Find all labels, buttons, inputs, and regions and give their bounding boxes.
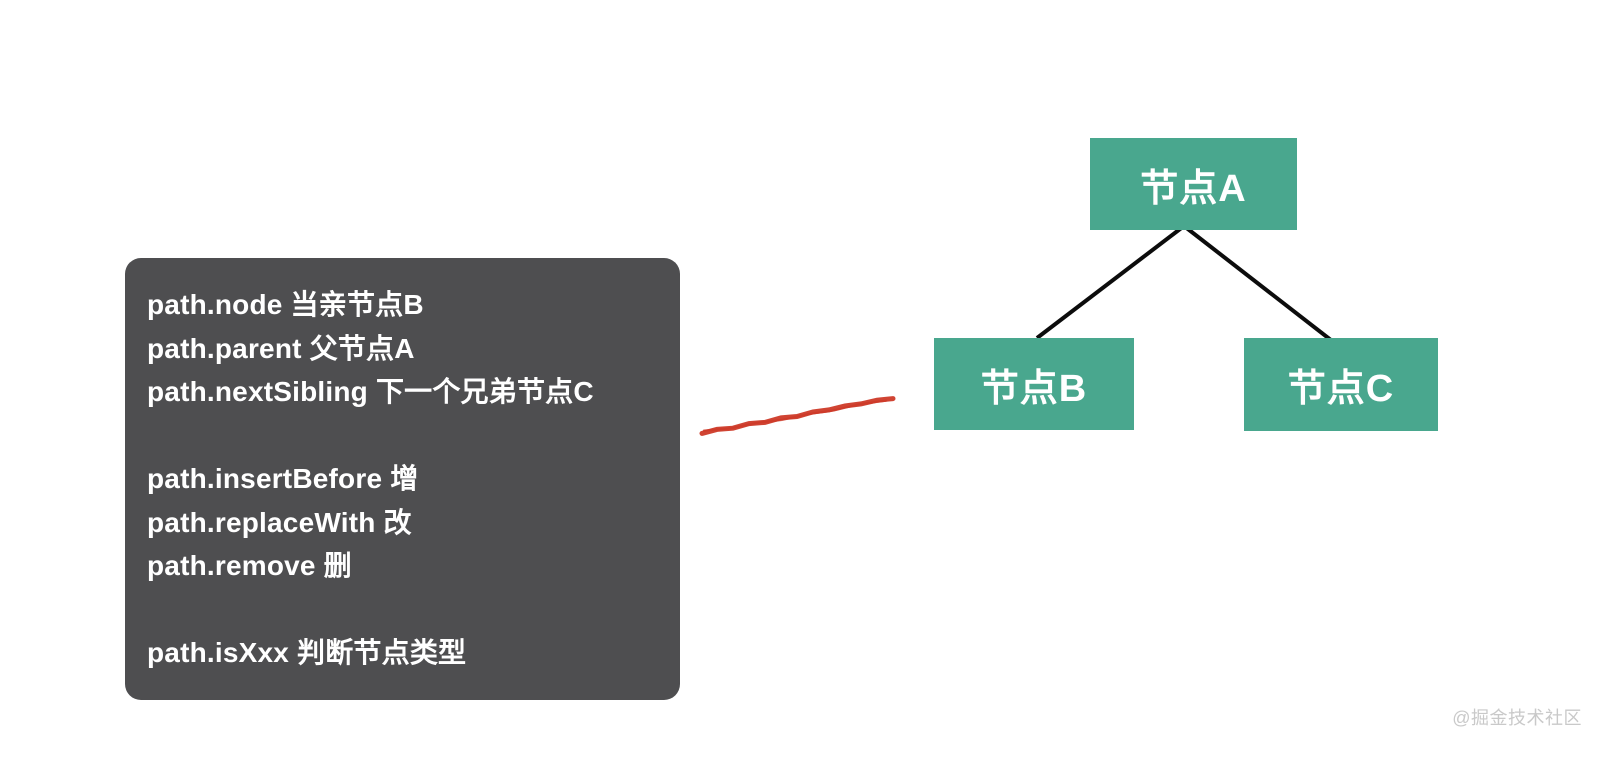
panel-line-blank (147, 588, 662, 632)
red-annotation-line (699, 396, 896, 436)
red-annotation-line-texture (702, 399, 888, 432)
tree-node-a: 节点A (1090, 138, 1297, 230)
edge-nodea-nodeb (1035, 224, 1186, 340)
panel-line-path-node: path.node 当亲节点B (147, 289, 424, 320)
panel-line-path-remove: path.remove 删 (147, 550, 352, 581)
panel-line-path-replacewith: path.replaceWith 改 (147, 506, 412, 538)
edge-nodea-nodec (1182, 224, 1338, 346)
panel-line-blank (147, 414, 662, 458)
panel-line-path-parent: path.parent 父节点A (147, 332, 415, 364)
panel-line-path-insertbefore: path.insertBefore 增 (147, 463, 419, 494)
tree-node-b: 节点B (934, 338, 1134, 430)
code-notes-panel: path.node 当亲节点B path.parent 父节点A path.ne… (125, 258, 680, 700)
panel-line-path-isxxx: path.isXxx 判断节点类型 (147, 637, 467, 668)
panel-line-path-nextsibling: path.nextSibling 下一个兄弟节点C (147, 376, 594, 407)
tree-node-c: 节点C (1244, 338, 1438, 431)
watermark: @掘金技术社区 (1452, 708, 1582, 728)
